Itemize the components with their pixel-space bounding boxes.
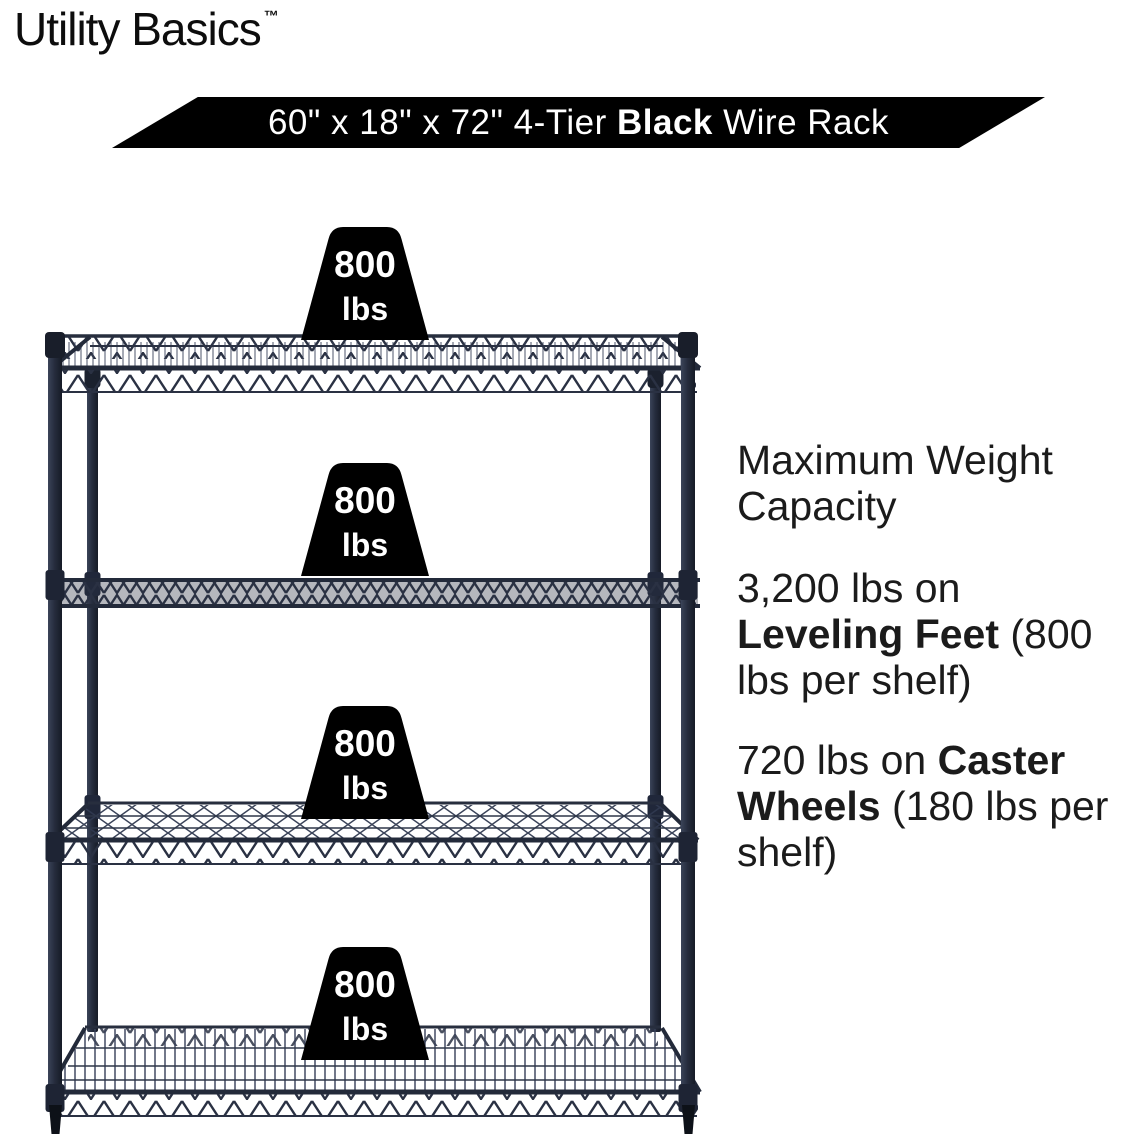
- weight-capacity-badge: 800 lbs: [299, 460, 431, 576]
- title-text-post: Wire Rack: [712, 102, 890, 142]
- spec-text-post: (180 lbs per shelf): [737, 783, 1120, 875]
- product-title-banner: 60" x 18" x 72" 4-Tier Black Wire Rack: [112, 97, 1045, 148]
- leveling-feet-spec: 3,200 lbs on Leveling Feet (800 lbs per …: [737, 565, 1133, 703]
- leveling-foot-right: [682, 1105, 695, 1134]
- weight-trapezoid-shape: [301, 463, 429, 576]
- badge-weight-value: 800: [334, 723, 396, 764]
- spec-text-pre: 720 lbs on: [737, 737, 938, 783]
- badge-weight-unit: lbs: [341, 770, 389, 806]
- badge-weight-unit: lbs: [341, 527, 389, 563]
- brand-name: Utility Basics: [14, 3, 262, 55]
- weight-trapezoid-shape: [301, 227, 429, 340]
- spec-text-bold: Leveling Feet: [737, 611, 1000, 657]
- badge-weight-value: 800: [334, 480, 396, 521]
- shelf-2: [48, 578, 700, 608]
- weight-capacity-badge: 800 lbs: [299, 703, 431, 819]
- badge-weight-unit: lbs: [341, 291, 389, 327]
- caster-wheels-spec: 720 lbs on Caster Wheels (180 lbs per sh…: [737, 737, 1133, 875]
- leveling-foot-left: [49, 1105, 62, 1134]
- weight-trapezoid-shape: [301, 706, 429, 819]
- badge-weight-unit: lbs: [341, 1011, 389, 1047]
- front-posts: [45, 332, 698, 1134]
- product-title: 60" x 18" x 72" 4-Tier Black Wire Rack: [268, 103, 889, 143]
- capacity-heading: Maximum Weight Capacity: [737, 437, 1065, 529]
- trademark-symbol: ™: [263, 8, 279, 25]
- title-text-highlight: Black: [616, 102, 713, 142]
- title-text-pre: 60" x 18" x 72" 4-Tier: [267, 102, 617, 142]
- shelf-1: [50, 334, 702, 393]
- shelf-3: [48, 801, 700, 865]
- spec-text-post: (800 lbs per shelf): [737, 611, 1104, 703]
- badge-weight-value: 800: [334, 964, 396, 1005]
- spec-text-pre: 3,200 lbs on: [737, 565, 972, 611]
- badge-weight-value: 800: [334, 244, 396, 285]
- weight-trapezoid-shape: [301, 947, 429, 1060]
- weight-capacity-badge: 800 lbs: [299, 944, 431, 1060]
- capacity-info-column: Maximum Weight Capacity 3,200 lbs on Lev…: [737, 437, 1133, 875]
- weight-capacity-badge: 800 lbs: [299, 224, 431, 340]
- spec-text-bold: Caster Wheels: [737, 737, 1077, 829]
